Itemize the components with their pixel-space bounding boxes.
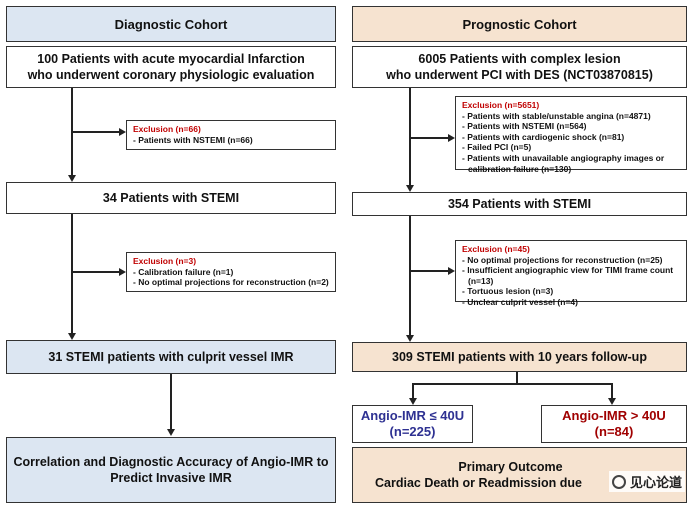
left-arrow-2: [68, 333, 76, 340]
left-connector-2: [71, 214, 73, 334]
right-initial-line-1: 6005 Patients with complex lesion: [418, 52, 621, 66]
right-exclusion-1-item-2: - Patients with NSTEMI (n=564): [462, 121, 587, 132]
right-split-stem: [516, 372, 518, 384]
left-exclusion-2-box: Exclusion (n=3) - Calibration failure (n…: [126, 252, 336, 292]
left-exclusion-2-item-2: - No optimal projections for reconstruct…: [133, 277, 329, 288]
right-exclusion-1-item-6: calibration failure (n=130): [468, 163, 572, 174]
left-stemi-label: 34 Patients with STEMI: [102, 191, 240, 205]
left-exclusion-1-arrow: [119, 128, 126, 136]
right-exclusion-1-item-4: - Failed PCI (n=5): [462, 142, 532, 153]
left-correlation-box: Correlation and Diagnostic Accuracy of A…: [6, 437, 336, 503]
diagnostic-cohort-title: Diagnostic Cohort: [114, 16, 228, 32]
left-initial-line-2: who underwent coronary physiologic evalu…: [27, 68, 315, 82]
right-arrow-1: [406, 185, 414, 192]
right-connector-2: [409, 216, 411, 336]
right-exclusion-2-connector: [409, 270, 449, 272]
low-angio-imr-box: Angio-IMR ≤ 40U (n=225): [352, 405, 473, 443]
right-exclusion-1-connector: [409, 137, 449, 139]
diagnostic-cohort-header: Diagnostic Cohort: [6, 6, 336, 42]
high-angio-imr-box: Angio-IMR > 40U (n=84): [541, 405, 687, 443]
right-exclusion-2-item-5: - Unclear culprit vessel (n=4): [462, 296, 578, 307]
left-exclusion-2-title: Exclusion (n=3): [133, 256, 197, 266]
right-split-left-drop: [412, 383, 414, 399]
prognostic-cohort-header: Prognostic Cohort: [352, 6, 687, 42]
right-exclusion-1-box: Exclusion (n=5651) - Patients with stabl…: [455, 96, 687, 174]
right-exclusion-1-arrow: [448, 134, 455, 142]
right-initial-population-box: 6005 Patients with complex lesion who un…: [352, 46, 687, 88]
right-exclusion-1-title: Exclusion (n=5651): [462, 100, 540, 110]
left-correlation-line-1: Correlation and Diagnostic Accuracy of A…: [13, 455, 329, 469]
low-angio-imr-label: Angio-IMR ≤ 40U: [360, 408, 465, 423]
right-exclusion-2-item-2: - Insufficient angiographic view for TIM…: [462, 265, 674, 276]
left-exclusion-1-box: Exclusion (n=66) - Patients with NSTEMI …: [126, 120, 336, 150]
left-exclusion-2-connector: [71, 271, 120, 273]
left-stemi-box: 34 Patients with STEMI: [6, 182, 336, 214]
right-stemi-box: 354 Patients with STEMI: [352, 192, 687, 216]
right-split-bar: [412, 383, 612, 385]
right-exclusion-1-item-5: - Patients with unavailable angiography …: [462, 152, 665, 163]
left-initial-population-box: 100 Patients with acute myocardial Infar…: [6, 46, 336, 88]
right-exclusion-2-title: Exclusion (n=45): [462, 244, 530, 254]
high-angio-imr-label: Angio-IMR > 40U: [562, 408, 666, 423]
primary-outcome-detail: Cardiac Death or Readmission due: [375, 476, 583, 490]
right-followup-box: 309 STEMI patients with 10 years follow-…: [352, 342, 687, 372]
right-split-left-arrow: [409, 398, 417, 405]
left-culprit-imr-label: 31 STEMI patients with culprit vessel IM…: [48, 350, 294, 364]
low-angio-imr-count: (n=225): [389, 424, 436, 439]
right-exclusion-2-item-1: - No optimal projections for reconstruct…: [462, 254, 663, 265]
prognostic-cohort-title: Prognostic Cohort: [462, 16, 577, 32]
left-initial-line-1: 100 Patients with acute myocardial Infar…: [37, 52, 305, 66]
left-correlation-line-2: Predict Invasive IMR: [110, 471, 232, 485]
primary-outcome-box: Primary Outcome Cardiac Death or Readmis…: [352, 447, 687, 503]
right-exclusion-2-arrow: [448, 267, 455, 275]
left-exclusion-2-arrow: [119, 268, 126, 276]
watermark-text: 见心论道: [629, 475, 682, 490]
right-stemi-label: 354 Patients with STEMI: [447, 197, 592, 211]
right-exclusion-1-item-3: - Patients with cardiogenic shock (n=81): [462, 131, 625, 142]
left-arrow-3: [167, 429, 175, 436]
primary-outcome-title: Primary Outcome: [458, 460, 563, 474]
right-followup-label: 309 STEMI patients with 10 years follow-…: [392, 350, 647, 364]
right-exclusion-2-box: Exclusion (n=45) - No optimal projection…: [455, 240, 687, 307]
right-exclusion-2-item-3: (n=13): [468, 275, 494, 286]
right-arrow-2: [406, 335, 414, 342]
left-exclusion-1-connector: [71, 131, 120, 133]
left-arrow-1: [68, 175, 76, 182]
left-connector-3: [170, 374, 172, 430]
left-exclusion-1-item: - Patients with NSTEMI (n=66): [133, 134, 253, 145]
right-split-right-arrow: [608, 398, 616, 405]
right-exclusion-2-item-4: - Tortuous lesion (n=3): [462, 286, 554, 297]
right-initial-line-2: who underwent PCI with DES (NCT03870815): [386, 68, 653, 82]
left-exclusion-2-item-1: - Calibration failure (n=1): [133, 266, 234, 277]
watermark-logo-icon: [611, 474, 626, 489]
left-culprit-imr-box: 31 STEMI patients with culprit vessel IM…: [6, 340, 336, 374]
left-exclusion-1-title: Exclusion (n=66): [133, 124, 201, 134]
right-split-right-drop: [611, 383, 613, 399]
high-angio-imr-count: (n=84): [594, 424, 634, 439]
right-exclusion-1-item-1: - Patients with stable/unstable angina (…: [462, 110, 651, 121]
watermark: 见心论道: [608, 471, 685, 492]
